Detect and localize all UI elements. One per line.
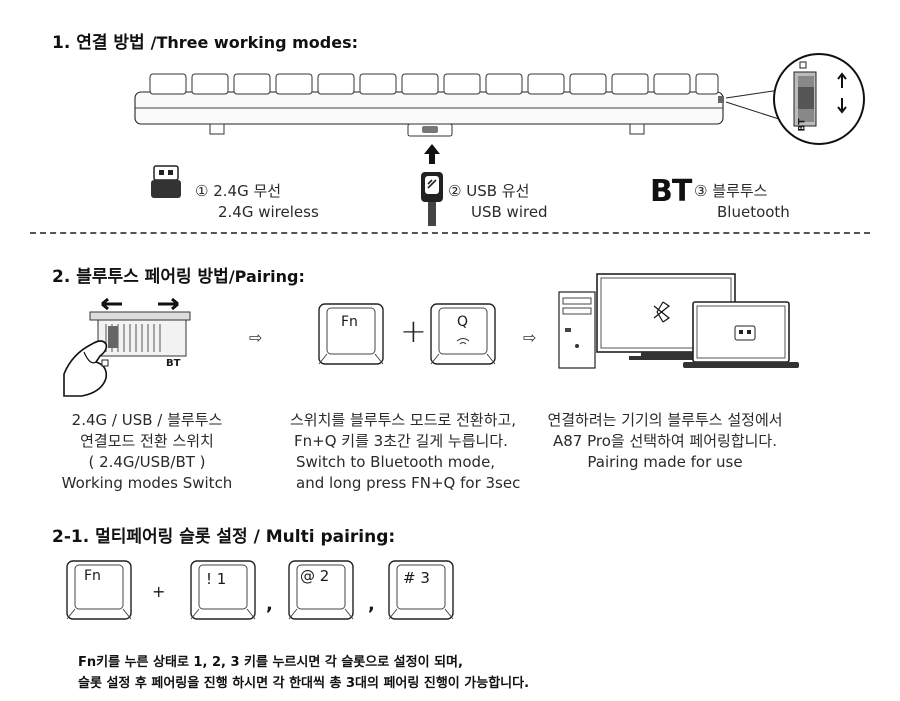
mode-3-ko: ③ 블루투스: [694, 182, 768, 200]
section-divider: [30, 232, 870, 234]
section1-title-en: /Three working modes:: [150, 33, 359, 52]
mode-1-en: 2.4G wireless: [218, 203, 319, 221]
q-key: [430, 303, 496, 365]
comma: ,: [368, 594, 375, 615]
q-key-label: Q: [457, 314, 469, 330]
plus-sign: +: [400, 312, 427, 350]
switch-bt-label: BT: [797, 118, 808, 132]
key-1: [190, 560, 256, 620]
section1-title: 1. 연결 방법 /Three working modes:: [52, 28, 358, 53]
fn-key: [318, 303, 384, 365]
mode-2-en: USB wired: [471, 203, 548, 221]
section2-title: 2. 블루투스 페어링 방법/Pairing:: [52, 262, 305, 287]
mode-switch-zoom: [773, 53, 865, 145]
key-3: [388, 560, 454, 620]
note-line-2: 슬롯 설정 후 페어링을 진행 하시면 각 한대씩 총 3대의 페어링 진행이 …: [78, 676, 530, 691]
mode-2-ko: ② USB 유선: [448, 182, 530, 200]
step-arrow-icon: ⇨: [249, 328, 263, 347]
key-3-label: # 3: [403, 569, 430, 587]
key-1-label: ! 1: [206, 570, 227, 588]
usb-dongle-icon: [151, 165, 181, 198]
bt-logo: BT: [650, 174, 692, 209]
key-2: [288, 560, 354, 620]
col2-text: 스위치를 블루투스 모드로 전환하고, Fn+Q 키를 3초간 길게 누릅니다.…: [290, 411, 521, 492]
section1-title-ko: 1. 연결 방법: [52, 33, 145, 53]
col1-text: 2.4G / USB / 블루투스 연결모드 전환 스위치 ( 2.4G/USB…: [61, 411, 233, 492]
mode-1-ko: ① 2.4G 무선: [195, 182, 282, 200]
note-line-1: Fn키를 누른 상태로 1, 2, 3 키를 누르시면 각 슬롯으로 설정이 되…: [78, 655, 463, 670]
col3-text: 연결하려는 기기의 블루투스 설정에서 A87 Pro을 선택하여 페어링합니다…: [547, 411, 783, 471]
section3-title: 2-1. 멀티페어링 슬롯 설정 / Multi pairing:: [52, 527, 396, 547]
devices-illustration: [558, 273, 799, 369]
switch-hand-illustration: [63, 297, 191, 397]
pairing-bt-label: BT: [166, 358, 181, 369]
plus-sign-multi: +: [152, 582, 166, 601]
mode-3-en: Bluetooth: [717, 203, 790, 221]
section2-title-ko: 2. 블루투스 페어링 방법: [52, 267, 229, 287]
step-arrow-icon: ⇨: [523, 328, 537, 347]
fn-key-multi: [66, 560, 132, 620]
fn-key-multi-label: Fn: [84, 568, 101, 584]
keyboard-side-illustration: [134, 73, 783, 137]
comma: ,: [266, 594, 273, 615]
key-2-label: @ 2: [300, 567, 330, 585]
section2-title-en: /Pairing:: [228, 267, 305, 286]
arrow-up-icon: [424, 144, 440, 164]
usb-cable-icon: [421, 172, 443, 226]
fn-key-label: Fn: [341, 314, 358, 330]
